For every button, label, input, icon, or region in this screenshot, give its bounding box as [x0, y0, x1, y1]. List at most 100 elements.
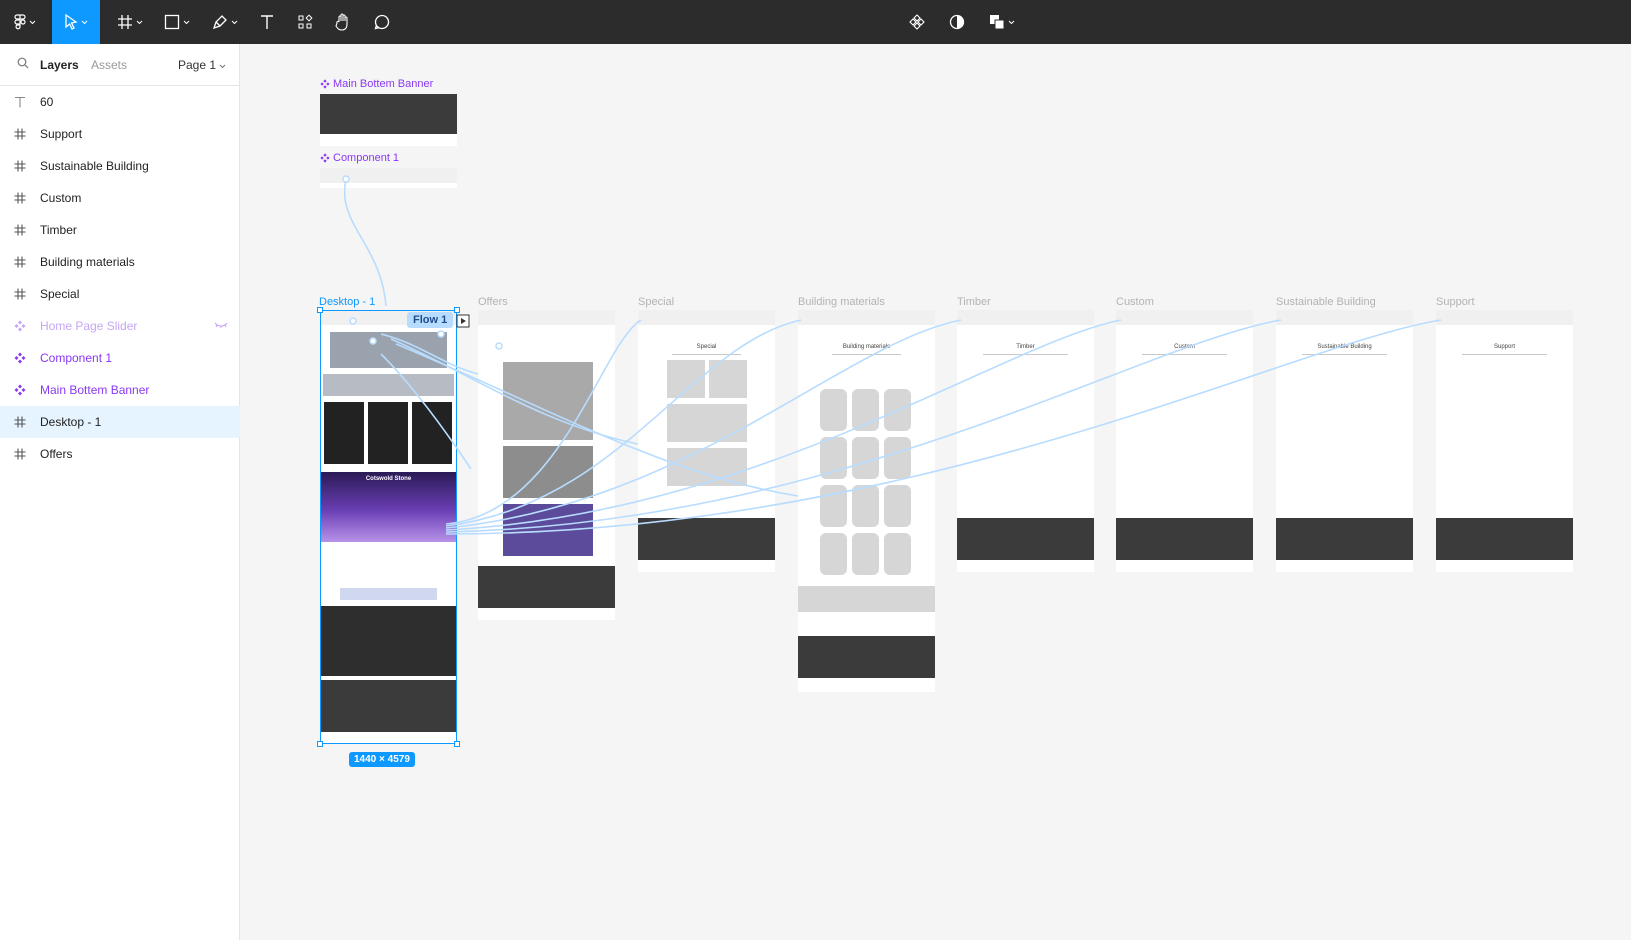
- nav-bar: [798, 310, 935, 325]
- material-card: [820, 533, 847, 575]
- layer-label: Custom: [40, 191, 82, 205]
- title-underline: [1302, 354, 1387, 355]
- resources-icon: [298, 14, 313, 29]
- hero-slider: [330, 332, 447, 368]
- page-selector[interactable]: Page 1: [178, 58, 226, 72]
- main-menu-button[interactable]: [0, 0, 50, 44]
- tab-layers[interactable]: Layers: [40, 58, 79, 72]
- resources-tool-button[interactable]: [288, 0, 322, 44]
- flow-label: Flow 1: [413, 314, 448, 326]
- component-icon: [0, 352, 40, 364]
- offer-grid-top: [503, 362, 593, 440]
- frame-label-desktop-1[interactable]: Desktop - 1: [319, 296, 376, 308]
- chevron-down-icon: [183, 20, 190, 24]
- comment-tool-button[interactable]: [365, 0, 399, 44]
- component-icon: [0, 384, 40, 396]
- frame-label-special[interactable]: Special: [638, 296, 675, 308]
- custom-frame[interactable]: Custom: [1116, 310, 1253, 572]
- category-strip: [323, 374, 454, 396]
- special-frame[interactable]: Special: [638, 310, 775, 572]
- frame-icon: [0, 448, 40, 460]
- layers-panel-header: Layers Assets Page 1: [0, 44, 239, 86]
- page-title: Sustainable Building: [1317, 344, 1372, 350]
- product-card: [412, 402, 452, 464]
- timber-frame[interactable]: Timber: [957, 310, 1094, 572]
- layer-timber[interactable]: Timber: [0, 214, 240, 246]
- building-materials-frame[interactable]: Building materials: [798, 310, 935, 692]
- component-label-main-bottem-banner[interactable]: Main Bottem Banner: [320, 78, 433, 90]
- pen-tool-button[interactable]: [205, 0, 245, 44]
- boolean-button[interactable]: [982, 0, 1022, 44]
- move-tool-button[interactable]: [52, 0, 100, 44]
- flow-starting-point-badge[interactable]: Flow 1: [407, 312, 454, 328]
- stone-banner: [320, 472, 457, 542]
- component-label-component-1[interactable]: Component 1: [320, 152, 399, 164]
- tab-assets[interactable]: Assets: [91, 58, 128, 72]
- page-title: Building materials: [842, 344, 891, 350]
- layer-60[interactable]: 60: [0, 86, 240, 118]
- frame-label-building-materials[interactable]: Building materials: [798, 296, 885, 308]
- product-card: [368, 402, 408, 464]
- dimension-badge: 1440 × 4579: [349, 752, 415, 767]
- frame-label-custom[interactable]: Custom: [1116, 296, 1154, 308]
- component-1-nav[interactable]: [320, 168, 457, 188]
- chevron-down-icon: [29, 20, 36, 24]
- resize-handle-bottom-left[interactable]: [317, 741, 323, 747]
- title-underline: [1142, 354, 1227, 355]
- page-title: Special: [696, 344, 717, 350]
- resize-handle-top-left[interactable]: [317, 307, 323, 313]
- support-frame[interactable]: Support: [1436, 310, 1573, 572]
- desktop-1-frame[interactable]: Cotswold Stone: [320, 310, 457, 744]
- frame-icon: [0, 192, 40, 204]
- layer-offers[interactable]: Offers: [0, 438, 240, 470]
- material-card: [820, 389, 847, 431]
- frame-label-support[interactable]: Support: [1436, 296, 1475, 308]
- layer-sustainable-building[interactable]: Sustainable Building: [0, 150, 240, 182]
- footer-banner: [638, 518, 775, 560]
- figma-logo-icon: [14, 14, 26, 30]
- contrast-button[interactable]: [940, 0, 974, 44]
- component-icon: [0, 320, 40, 332]
- shape-tool-button[interactable]: [157, 0, 197, 44]
- material-card: [884, 485, 911, 527]
- layer-label: Support: [40, 127, 83, 141]
- layer-main-bottem-banner[interactable]: Main Bottem Banner: [0, 374, 240, 406]
- layer-label: Sustainable Building: [40, 159, 149, 173]
- design-canvas[interactable]: Main Bottem Banner Component 1 Desktop -…: [241, 44, 1631, 940]
- connection-line: [343, 178, 387, 307]
- hand-tool-button[interactable]: [326, 0, 360, 44]
- frame-label-timber[interactable]: Timber: [957, 296, 991, 308]
- text-tool-button[interactable]: [250, 0, 284, 44]
- frame-icon: [0, 128, 40, 140]
- layer-building-materials[interactable]: Building materials: [0, 246, 240, 278]
- toolbar: [0, 0, 1631, 44]
- eye-hidden-icon[interactable]: [214, 320, 228, 330]
- search-icon[interactable]: [17, 57, 29, 69]
- frame-icon: [0, 416, 40, 428]
- layer-custom[interactable]: Custom: [0, 182, 240, 214]
- pen-icon: [212, 15, 227, 30]
- hand-icon: [335, 13, 348, 31]
- components-button[interactable]: [900, 0, 934, 44]
- frame-tool-button[interactable]: [110, 0, 150, 44]
- title-underline: [983, 354, 1068, 355]
- frame-label-offers[interactable]: Offers: [478, 296, 508, 308]
- layer-label: Component 1: [40, 351, 113, 365]
- material-card: [852, 533, 879, 575]
- layer-component-1[interactable]: Component 1: [0, 342, 240, 374]
- layer-special[interactable]: Special: [0, 278, 240, 310]
- sustainable-building-frame[interactable]: Sustainable Building: [1276, 310, 1413, 572]
- resize-handle-top-right[interactable]: [454, 307, 460, 313]
- material-card: [820, 437, 847, 479]
- frame-label-sustainable-building[interactable]: Sustainable Building: [1276, 296, 1376, 308]
- layer-home-page-slider[interactable]: Home Page Slider: [0, 310, 240, 342]
- layers-panel: Layers Assets Page 1 60 Support Sustaina…: [0, 44, 240, 940]
- play-flow-icon[interactable]: [456, 314, 470, 333]
- offers-frame[interactable]: [478, 310, 615, 620]
- resize-handle-bottom-right[interactable]: [454, 741, 460, 747]
- nav-bar: [478, 310, 615, 325]
- main-bottem-banner-component[interactable]: [320, 94, 457, 146]
- layer-desktop-1[interactable]: Desktop - 1: [0, 406, 240, 438]
- frame-icon: [0, 224, 40, 236]
- layer-support[interactable]: Support: [0, 118, 240, 150]
